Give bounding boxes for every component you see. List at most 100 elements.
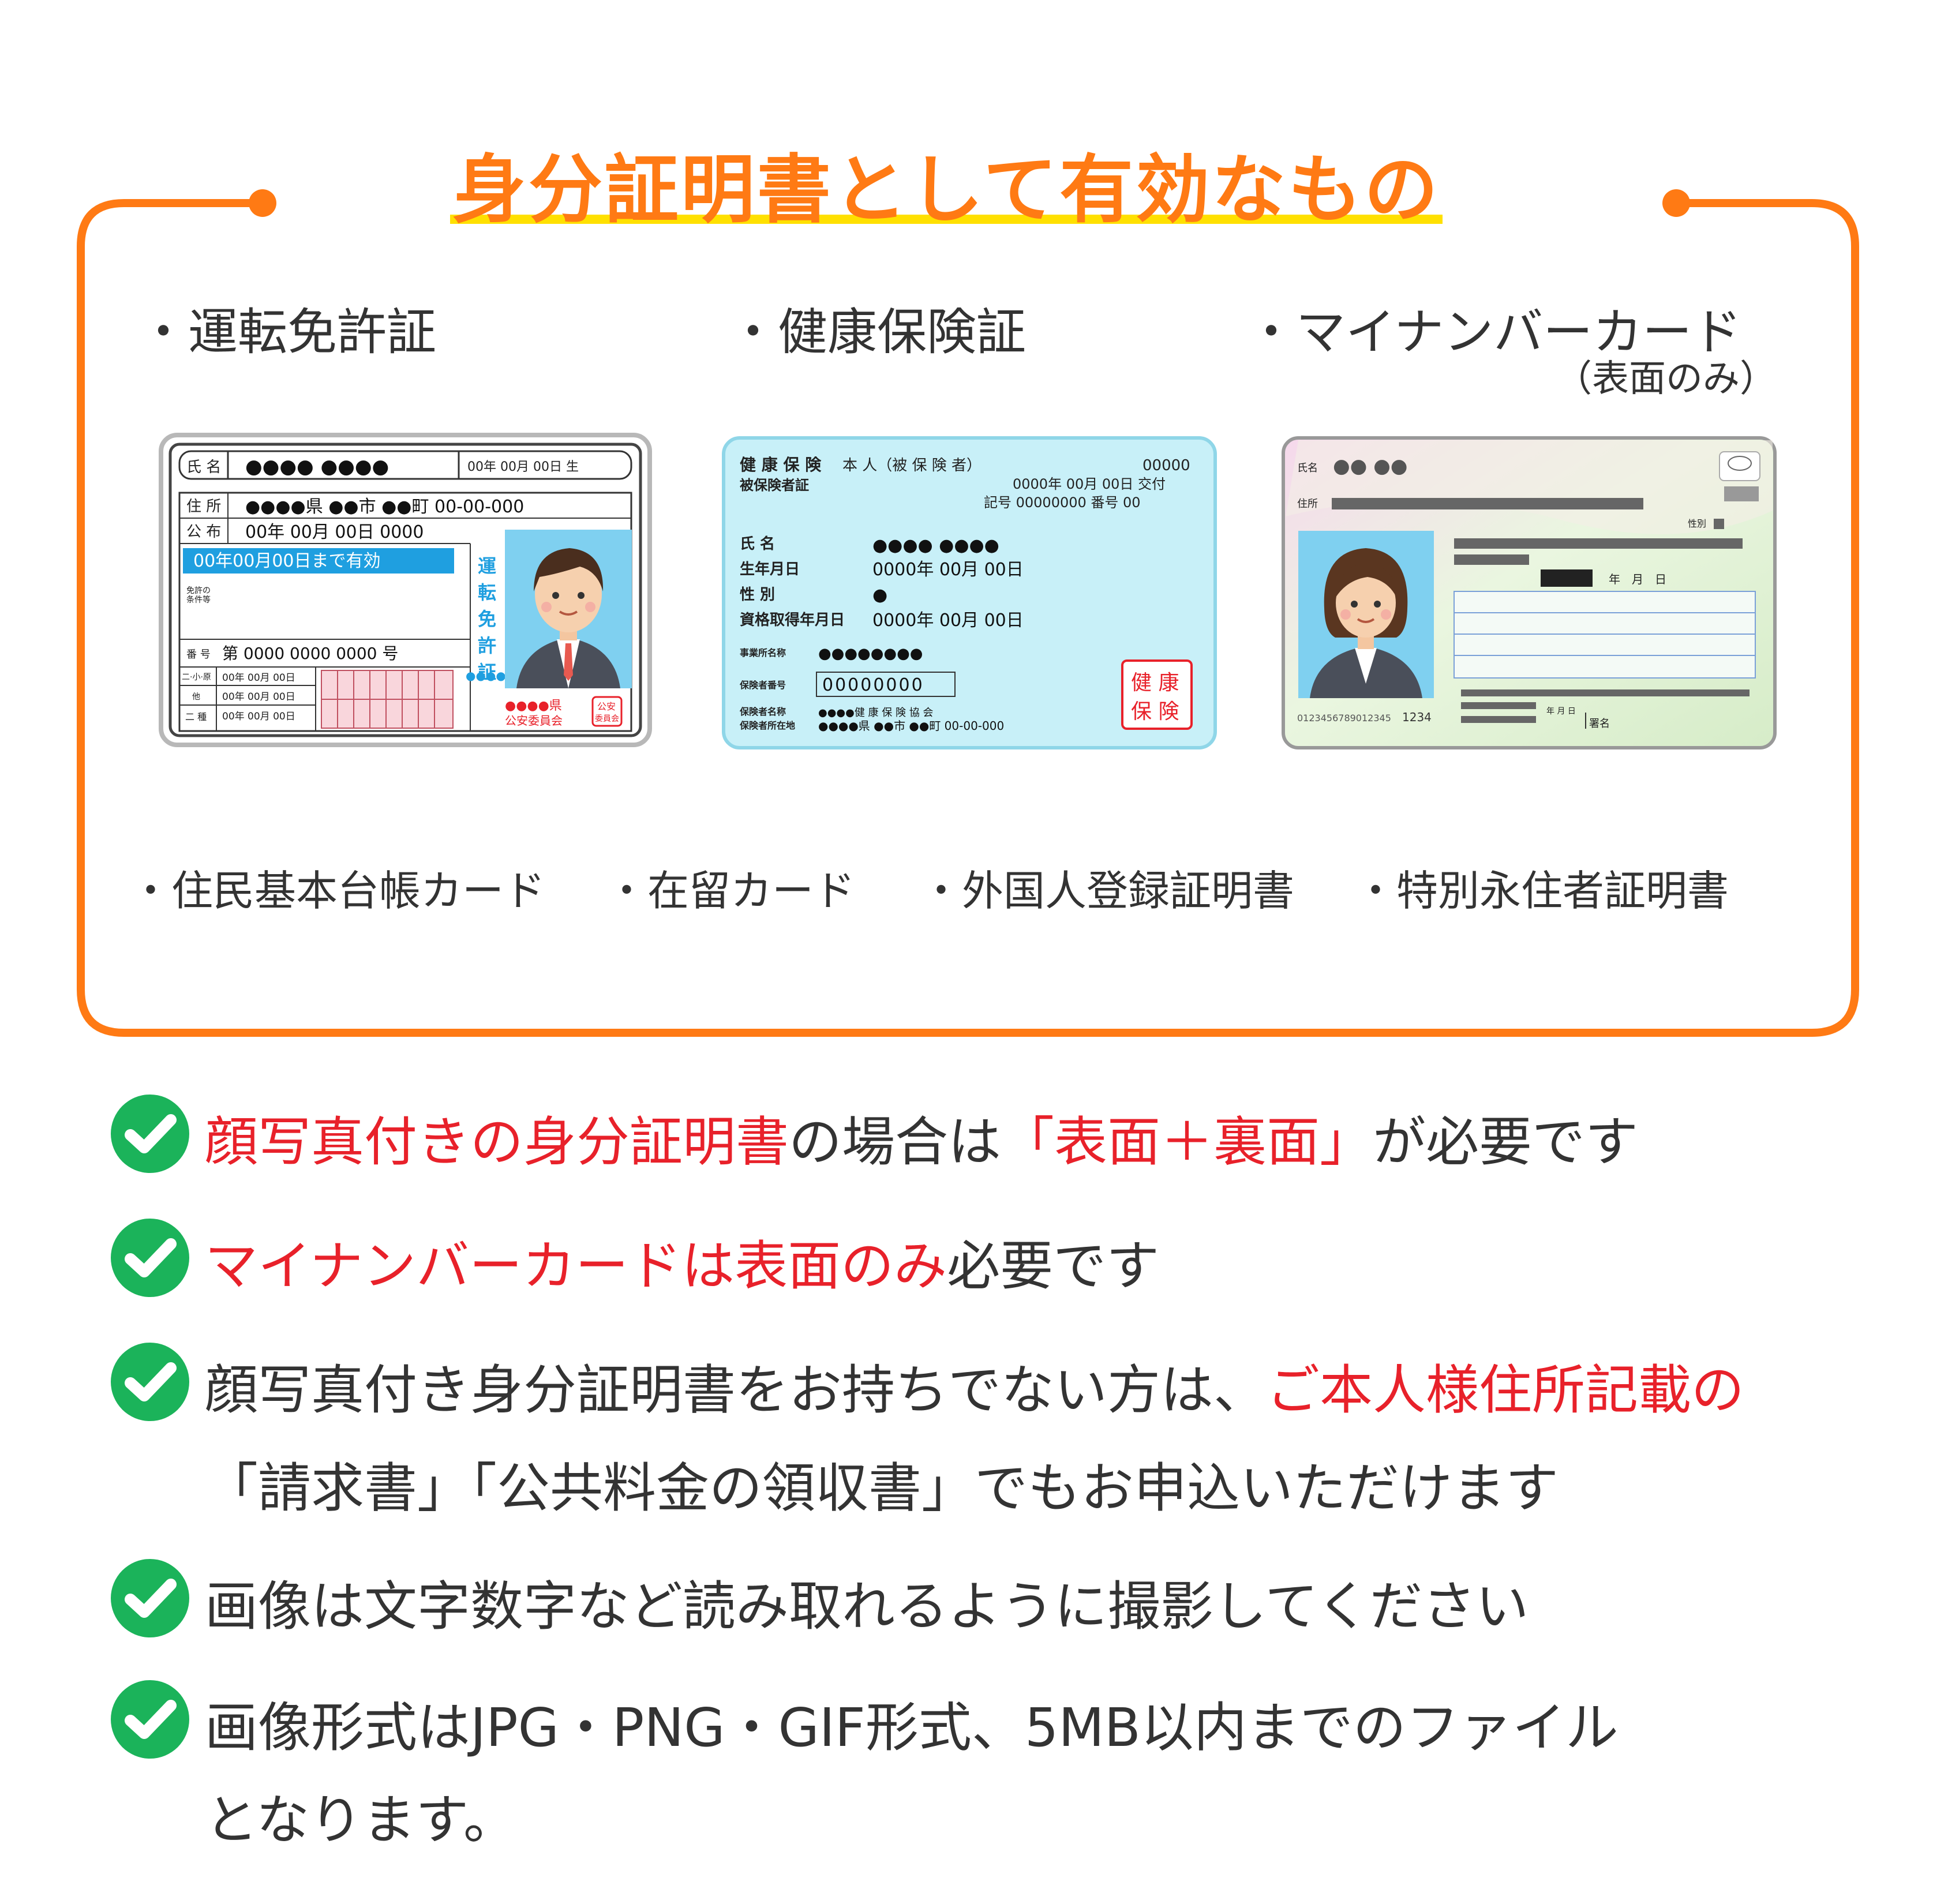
note-file-format: 画像形式はJPG・PNG・GIF形式、5MB以内までのファイル <box>205 1685 1619 1761</box>
drivers-license-card: 氏 名 ●●●● ●●●● 00年 00月 00日 生 住 所 ●●●●県 ●●… <box>159 433 652 747</box>
mynumber-chip <box>1719 451 1760 481</box>
border-dot-left <box>249 189 276 217</box>
other-doc-residence-card: ・在留カード <box>606 867 856 915</box>
note2-seg2: 必要です <box>947 1235 1160 1297</box>
insurance-seal <box>1121 659 1193 730</box>
insurance-qualify-label: 資格取得年月日 <box>740 611 845 629</box>
insurance-insurer-name-value: ●●●●健 康 保 険 協 会 <box>818 707 933 719</box>
mynumber-address-redacted <box>1332 498 1643 509</box>
note-readable-image: 画像は文字数字など読み取れるように撮影してください <box>205 1564 1529 1640</box>
insurance-birth-label: 生年月日 <box>740 560 800 578</box>
license-name-label: 氏 名 <box>186 459 221 476</box>
insurance-seal-line2: 保 険 <box>1131 700 1179 724</box>
license-grid <box>321 670 454 729</box>
insurance-title: 健 康 保 険 <box>740 455 822 474</box>
insurance-seal-line1: 健 康 <box>1131 671 1179 695</box>
page-title: 身分証明書として有効なもの <box>452 147 1441 233</box>
insurance-sex-value: ● <box>872 585 887 605</box>
license-name-value: ●●●● ●●●● <box>245 455 389 478</box>
other-doc-foreigner-registration: ・外国人登録証明書 <box>920 867 1295 915</box>
svg-text:証: 証 <box>478 661 496 683</box>
license-row1-label: 二·小·原 <box>182 673 211 682</box>
license-seal-text1: 公安 <box>597 701 616 712</box>
license-seal <box>591 696 623 727</box>
insurance-sex-label: 性 別 <box>740 586 775 604</box>
license-conditions: 免許の <box>186 586 211 595</box>
svg-text:運: 運 <box>478 555 496 577</box>
note5-seg1: 画像形式はJPG・PNG・GIF形式、5MB以内までのファイル <box>205 1697 1619 1759</box>
insurance-insurer-addr-label: 保険者所在地 <box>739 720 795 731</box>
license-vertical-title: 運転免許証 <box>478 555 496 683</box>
title-underline <box>450 215 1443 224</box>
note-file-format-line2: となります。 <box>205 1789 517 1851</box>
insurance-number: 00000 <box>1142 457 1190 474</box>
doc-label-mynumber: ・マイナンバーカード <box>1246 303 1742 361</box>
insurance-holder: 本 人（被 保 険 者） <box>842 457 982 474</box>
license-valid: 00年00月00日まで有効 <box>193 551 381 571</box>
mynumber-ym-label: 年 月 日 <box>1546 707 1576 716</box>
svg-text:許: 許 <box>478 635 496 657</box>
other-doc-special-permanent-resident: ・特別永住者証明書 <box>1355 867 1729 915</box>
mynumber-name-value: ●● ●● <box>1333 455 1407 478</box>
note1-seg3: 「表面＋裏面」 <box>1001 1111 1373 1173</box>
mynumber-address-label: 住所 <box>1297 498 1318 510</box>
note-no-photo-id-line2: 「請求書」「公共料金の領収書」でもお申込いただけます <box>205 1457 1559 1519</box>
insurance-name-value: ●●●● ●●●● <box>872 535 999 556</box>
mynumber-serial: 0123456789012345 <box>1297 713 1391 724</box>
svg-text:免: 免 <box>478 608 496 630</box>
mynumber-pin: 1234 <box>1402 710 1432 724</box>
license-authority-pref: ●●●●県 <box>505 699 562 713</box>
svg-text:転: 転 <box>478 582 496 604</box>
note4-seg1: 画像は文字数字など読み取れるように撮影してください <box>205 1576 1529 1637</box>
mynumber-name-label: 氏名 <box>1297 462 1318 474</box>
license-row3-date: 00年 00月 00日 <box>222 711 295 722</box>
note1-seg1: 顔写真付きの身分証明書 <box>205 1111 789 1173</box>
note-mynumber-front-only: マイナンバーカードは表面のみ必要です <box>205 1223 1159 1300</box>
check-icon <box>111 1095 189 1173</box>
insurance-insurer-no-box <box>816 672 956 697</box>
insurance-subtitle: 被保険者証 <box>740 477 809 493</box>
license-birth: 00年 00月 00日 生 <box>467 460 579 474</box>
license-authority-name: 公安委員会 <box>505 714 563 728</box>
license-conditions-2: 条件等 <box>186 595 211 605</box>
license-row1-date: 00年 00月 00日 <box>222 672 295 684</box>
license-number-label: 番 号 <box>186 649 211 661</box>
check-icon <box>111 1559 189 1637</box>
note3-seg1: 顔写真付き身分証明書をお持ちでない方は、 <box>205 1359 1267 1421</box>
license-seal-text2: 委員会 <box>595 714 619 724</box>
license-row2-label: 他 <box>192 692 200 702</box>
health-insurance-card: 健 康 保 険 被保険者証 本 人（被 保 険 者） 00000 0000年 0… <box>722 436 1217 749</box>
mynumber-sign-label: 署名 <box>1589 718 1610 730</box>
insurance-insurer-no-label: 保険者番号 <box>739 680 786 691</box>
license-address-label: 住 所 <box>186 498 221 515</box>
mynumber-sex-label: 性別 <box>1688 518 1706 529</box>
check-icon <box>111 1680 189 1759</box>
check-icon <box>111 1343 189 1421</box>
insurance-insurer-no-value: 00000000 <box>822 675 924 695</box>
insurance-insurer-name-label: 保険者名称 <box>739 706 786 717</box>
note2-seg1: マイナンバーカードは表面のみ <box>205 1235 947 1297</box>
license-row2-date: 00年 00月 00日 <box>222 691 295 703</box>
license-address-value: ●●●●県 ●●市 ●●町 00-00-000 <box>245 497 524 517</box>
insurance-office-value: ●●●●●●●● <box>818 645 923 662</box>
license-issue-value: 00年 00月 00日 0000 <box>245 522 424 542</box>
license-person-illustration <box>516 548 620 688</box>
doc-sublabel-mynumber: （表面のみ） <box>1555 358 1777 400</box>
doc-label-insurance: ・健康保険証 <box>728 303 1026 361</box>
orange-border <box>77 199 1859 1037</box>
license-row3-label: 二 種 <box>185 711 207 722</box>
note1-seg4: が必要です <box>1373 1111 1639 1173</box>
mynumber-card: 氏名 ●● ●● 住所 性別 年 月 日 年 月 日 0123456789012… <box>1282 436 1777 749</box>
note1-seg2: の場合は <box>789 1111 1002 1173</box>
insurance-insurer-addr-value: ●●●●県 ●●市 ●●町 00-00-000 <box>818 719 1004 733</box>
note-no-photo-id: 顔写真付き身分証明書をお持ちでない方は、ご本人様住所記載の <box>205 1347 1744 1424</box>
insurance-office-label: 事業所名称 <box>740 647 786 658</box>
mynumber-date-label: 年 月 日 <box>1609 572 1666 586</box>
license-issue-label: 公 布 <box>186 523 221 541</box>
mynumber-person-illustration <box>1310 548 1422 698</box>
insurance-issued: 0000年 00月 00日 交付 <box>1013 476 1166 492</box>
insurance-qualify-value: 0000年 00月 00日 <box>872 610 1024 631</box>
insurance-birth-value: 0000年 00月 00日 <box>872 560 1024 580</box>
license-number-value: 第 0000 0000 0000 号 <box>222 644 398 663</box>
